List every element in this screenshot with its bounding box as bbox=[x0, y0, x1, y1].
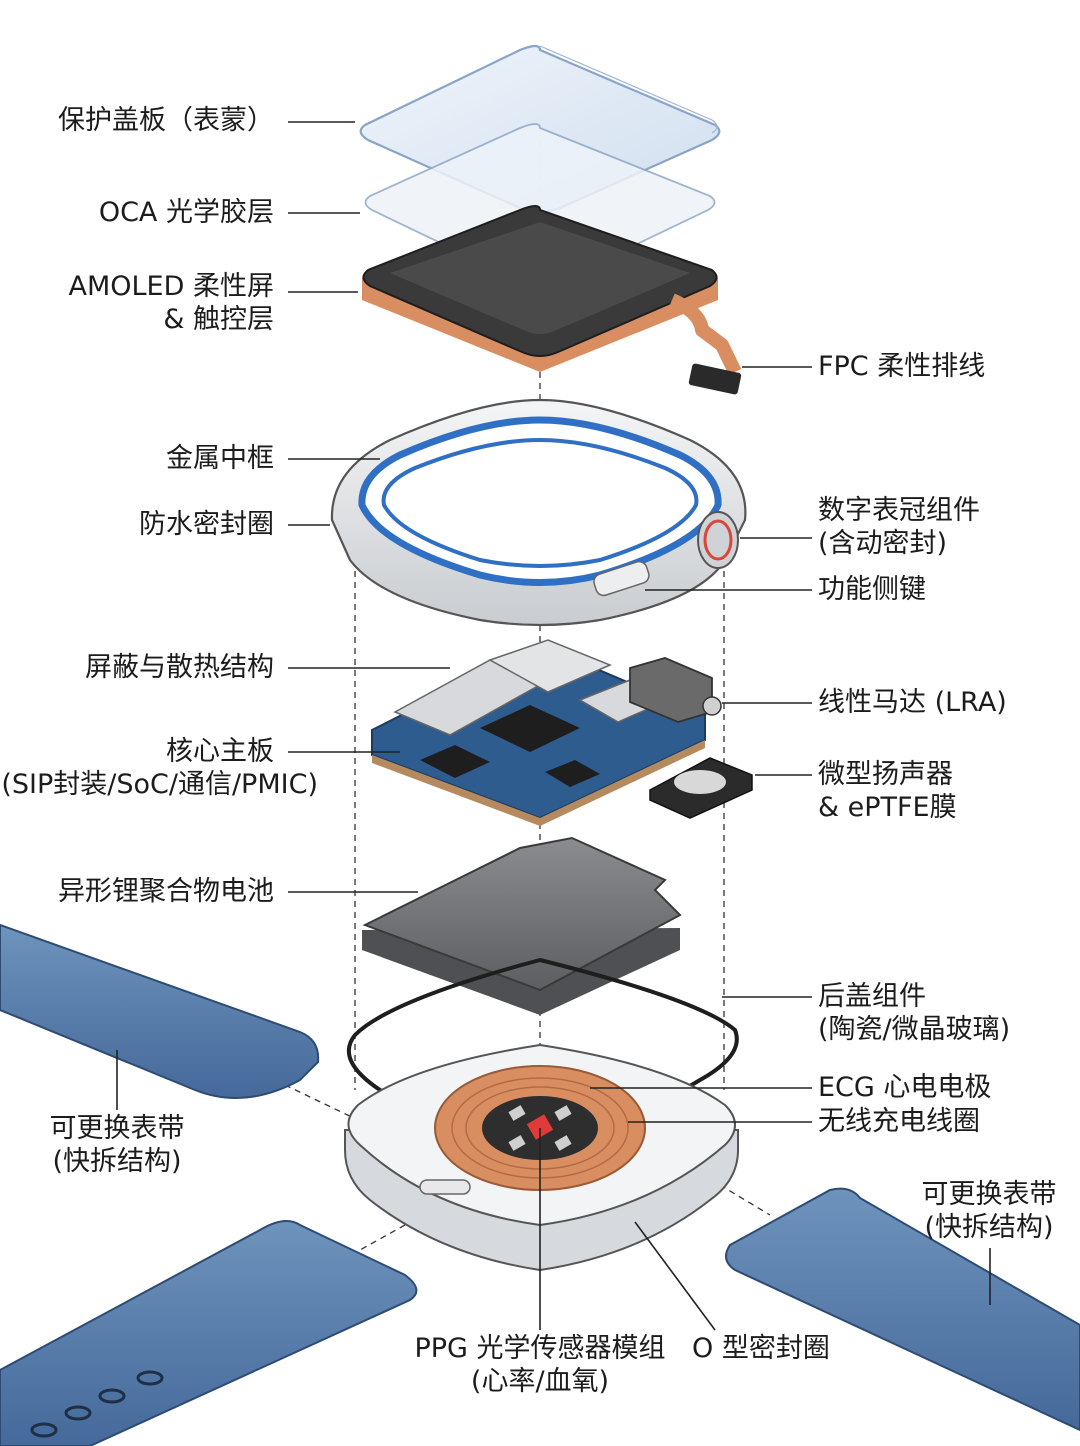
battery bbox=[362, 836, 682, 1015]
watch-band-right bbox=[725, 1187, 1080, 1432]
label-back-cover: 后盖组件(陶瓷/微晶玻璃) bbox=[818, 981, 1011, 1045]
fpc-cable bbox=[669, 293, 742, 395]
label-fpc: FPC 柔性排线 bbox=[818, 351, 986, 382]
label-ecg: ECG 心电电极 bbox=[818, 1072, 992, 1103]
label-gasket: 防水密封圈 bbox=[139, 509, 274, 540]
label-shield: 屏蔽与散热结构 bbox=[85, 652, 274, 683]
label-coil: 无线充电线圈 bbox=[818, 1106, 980, 1137]
label-speaker: 微型扬声器& ePTFE膜 bbox=[818, 759, 957, 823]
label-oca: OCA 光学胶层 bbox=[98, 197, 274, 228]
label-frame: 金属中框 bbox=[166, 443, 274, 474]
label-mainboard: 核心主板(SIP封装/SoC/通信/PMIC) bbox=[1, 736, 318, 800]
label-side-button: 功能侧键 bbox=[818, 574, 926, 605]
label-amoled: AMOLED 柔性屏& 触控层 bbox=[68, 271, 275, 335]
label-cover-glass: 保护盖板（表蒙） bbox=[58, 105, 274, 136]
leader-lines bbox=[116, 121, 991, 1331]
watch-band-left-upper bbox=[0, 923, 320, 1099]
label-lra: 线性马达 (LRA) bbox=[818, 687, 1007, 718]
label-band-left: 可更换表带(快拆结构) bbox=[49, 1113, 185, 1177]
label-crown: 数字表冠组件(含动密封) bbox=[818, 495, 980, 559]
back-cover bbox=[344, 1043, 739, 1272]
label-battery: 异形锂聚合物电池 bbox=[58, 876, 274, 907]
watch-band-left-lower bbox=[0, 1220, 418, 1446]
metal-frame bbox=[330, 398, 747, 627]
label-oring: O 型密封圈 bbox=[692, 1333, 830, 1364]
lra-motor bbox=[629, 657, 722, 723]
speaker bbox=[649, 757, 753, 819]
mainboard bbox=[371, 639, 706, 826]
label-band-right: 可更换表带(快拆结构) bbox=[921, 1179, 1057, 1243]
amoled-panel bbox=[362, 205, 718, 372]
label-ppg: PPG 光学传感器模组(心率/血氧) bbox=[414, 1333, 666, 1397]
